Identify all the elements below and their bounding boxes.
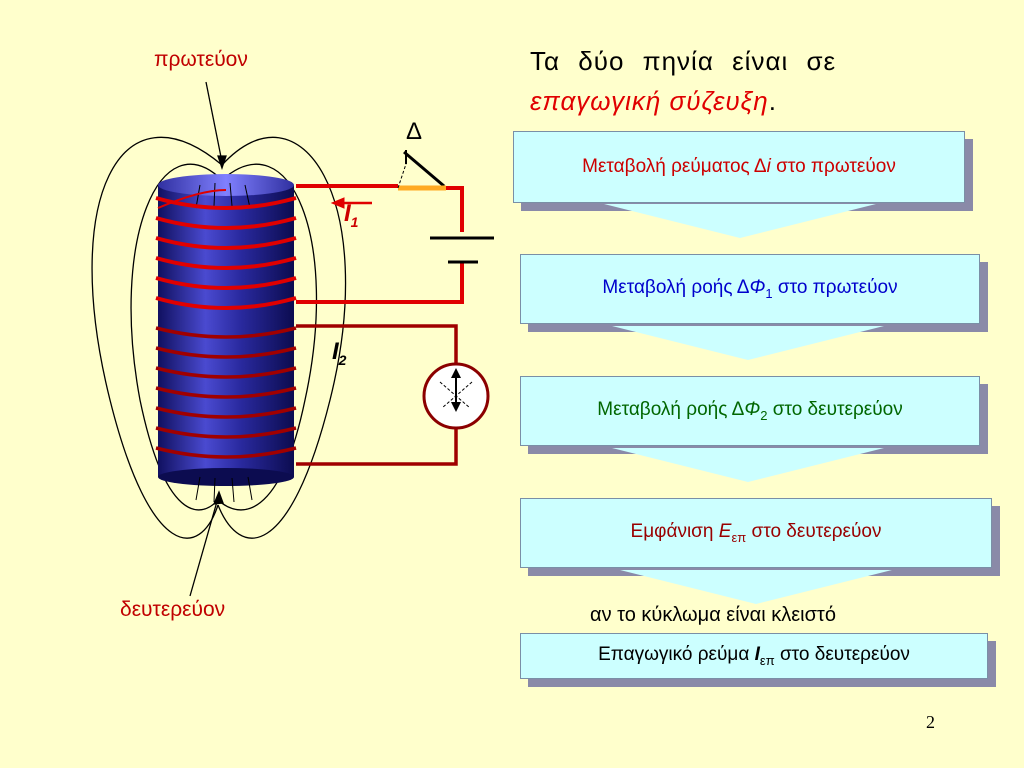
- flow-step-5-text: Επαγωγικό ρεύμα Iεπ στο δευτερεύον: [598, 644, 910, 668]
- current1-label: I1: [344, 200, 359, 230]
- coupled-coils-diagram: [91, 81, 494, 597]
- switch-label: Δ: [406, 118, 423, 145]
- current1-arrow: [330, 197, 372, 209]
- primary-circuit: [296, 184, 464, 304]
- flow-step-1: Μεταβολή ρεύματος Δi στο πρωτεύον: [513, 131, 965, 203]
- current2-label: I2: [332, 338, 347, 368]
- flow-arrow-1: [604, 204, 876, 238]
- title-line2: επαγωγική σύζευξη.: [530, 86, 777, 116]
- galvanometer-icon: [422, 362, 490, 430]
- secondary-coil: [155, 326, 297, 459]
- switch: [397, 150, 446, 191]
- flow-arrow-2: [612, 326, 884, 360]
- secondary-circuit: [296, 324, 458, 466]
- iron-core: [158, 174, 294, 503]
- title-line1: Τα δύο πηνία είναι σε: [530, 46, 837, 76]
- flow-step-2: Μεταβολή ροής ΔΦ1 στο πρωτεύον: [520, 254, 980, 324]
- page-number: 2: [926, 712, 935, 732]
- primary-coil-label: πρωτεύον: [154, 48, 248, 71]
- flow-step-4-text: Εμφάνιση Eεπ στο δευτερεύον: [630, 521, 882, 545]
- flow-step-3: Μεταβολή ροής ΔΦ2 στο δευτερεύον: [520, 376, 980, 446]
- flow-arrow-4: [620, 570, 892, 604]
- primary-coil: [155, 189, 297, 310]
- secondary-coil-label: δευτερεύον: [120, 598, 226, 621]
- flow-step-4: Εμφάνιση Eεπ στο δευτερεύον: [520, 498, 992, 568]
- flow-step-2-text: Μεταβολή ροής ΔΦ1 στο πρωτεύον: [602, 277, 898, 301]
- battery: [430, 236, 494, 264]
- flow-step-5: Επαγωγικό ρεύμα Iεπ στο δευτερεύον: [520, 633, 988, 679]
- label-pointers: [189, 81, 227, 597]
- condition-note: αν το κύκλωμα είναι κλειστό: [590, 604, 836, 626]
- flow-step-3-text: Μεταβολή ροής ΔΦ2 στο δευτερεύον: [597, 399, 903, 423]
- flow-arrow-3: [612, 448, 884, 482]
- flow-step-1-text: Μεταβολή ρεύματος Δi στο πρωτεύον: [582, 156, 896, 177]
